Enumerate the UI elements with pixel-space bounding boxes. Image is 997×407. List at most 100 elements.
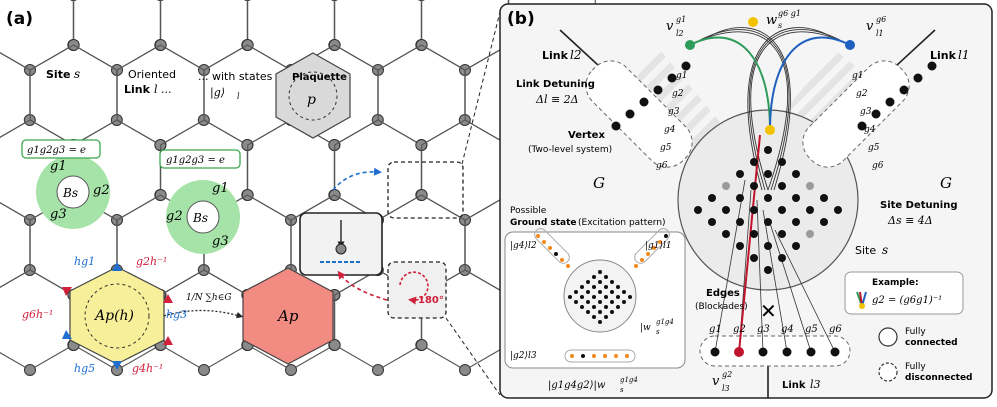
atom [806,182,814,190]
atom [834,206,842,214]
inset-atom [592,305,596,309]
v-l2-sup: g1 [676,15,686,24]
row-label: g2 [733,324,746,335]
inset-atom [610,280,614,284]
label-hg5: hg5 [74,362,95,375]
inset-atom [586,280,590,284]
atom [736,218,744,226]
inset-atom [622,290,626,294]
bottom-ket-sub: s [620,386,624,394]
inset-atom [586,290,590,294]
diag-label-right: g5 [868,143,880,153]
edges-label: Edges [706,288,740,299]
row-label: g4 [781,324,794,335]
bs1-g3: g3 [50,207,67,222]
atom [778,206,786,214]
atom-v-l2 [685,40,695,50]
inset-atom [580,285,584,289]
atom [806,347,816,357]
atom [750,254,758,262]
atom [806,206,814,214]
inset-atom [586,310,590,314]
atom [708,218,716,226]
blockade-x-icon: ✕ [760,299,777,323]
atom-w-site [765,125,775,135]
inset-atom [616,295,620,299]
inset-atom [622,300,626,304]
ap-h-loop [84,283,150,349]
rotation-arc [399,271,429,305]
atom [778,182,786,190]
ket-g2: |g2⟩l3 [510,351,537,361]
hex-cell [29,44,118,146]
zoom-box-top [387,161,464,219]
ket-g4: |g4⟩l2 [510,241,537,251]
inset-atom [604,295,608,299]
ap-h-label: Ap(h) [93,308,134,324]
example-box [844,271,964,315]
w-label: w [766,13,777,28]
excitation-label: (Excitation pattern) [578,218,666,228]
label-hg3: hg3 [166,308,187,321]
connection-wires [689,27,851,353]
diag-label-left: g4 [664,125,676,135]
diag-label-left: g5 [660,143,672,153]
fully-disconnected-1: Fully [905,362,926,372]
diag-label-right: g2 [856,89,868,99]
link-symbol: l ... [154,83,172,96]
atom [871,109,881,119]
hex-cell [160,0,248,71]
vertex-sub: (Two-level system) [528,145,612,155]
with-states-label: ... with states [198,70,273,83]
atom [750,182,758,190]
zoom-box-bottom [387,261,447,319]
diag-label-right: g1 [852,71,864,81]
inset-atom [628,295,632,299]
atom [750,230,758,238]
link-l3-pill [699,335,851,367]
inset-atom [616,305,620,309]
lattice-site [459,364,471,376]
inset-atom [598,300,602,304]
link-l2-symbol: l2 [570,48,581,62]
inset-atom [598,320,602,324]
w-sub: s [778,21,782,30]
g-right-label: G [940,174,952,192]
atom [830,347,840,357]
fully-disconnected-icon [878,362,898,382]
label-g6hinv: g6h⁻¹ [22,308,53,321]
atom [778,158,786,166]
w-sup: g6 g1 [778,9,801,18]
atom-array [611,61,937,357]
atom [764,194,772,202]
atom [722,230,730,238]
atom [806,230,814,238]
link-l3-label: Link [782,380,806,391]
label-g2hinv: g2h⁻¹ [136,255,167,268]
lattice-site [415,339,428,351]
hex-cell [421,0,509,71]
inset-atom [574,290,578,294]
averaging-arrow [163,309,244,319]
atom [927,61,937,71]
panel-b: (b) ✕ [499,3,993,399]
bs1-g2: g2 [93,183,110,198]
atom [764,218,772,226]
link-l2-pill [585,60,693,168]
inset-atom [598,310,602,314]
atom [681,61,691,71]
site-detuning-eq: Δs ≡ 4Δ [887,214,933,227]
atom-v-l1 [845,40,855,50]
lattice-site [372,364,384,376]
v-l2-label: v [666,19,674,34]
constraint-bubble-1 [21,139,101,159]
inset-atom [574,300,578,304]
bs2-g1: g1 [212,181,229,196]
atom [857,121,867,131]
hex-cell [0,202,31,288]
inset-atom-array [536,234,668,358]
atom [792,194,800,202]
ap-hexagon [242,267,334,365]
